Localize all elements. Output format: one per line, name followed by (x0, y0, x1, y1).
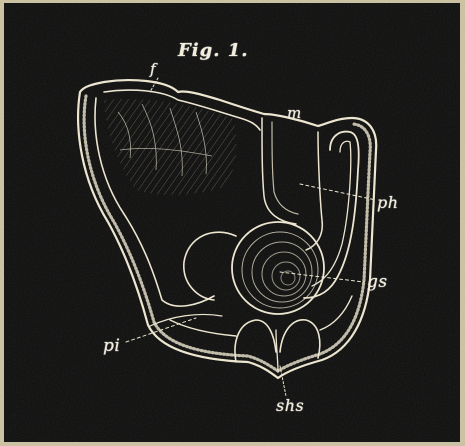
plate-grain (4, 3, 460, 442)
label-pi: pi (103, 336, 120, 356)
label-shs: shs (276, 396, 304, 415)
label-gs: gs (367, 272, 388, 292)
label-m: m (287, 104, 302, 122)
figure-title: Fig. 1. (178, 40, 249, 61)
label-ph: ph (377, 193, 399, 212)
label-f: f (150, 60, 156, 78)
